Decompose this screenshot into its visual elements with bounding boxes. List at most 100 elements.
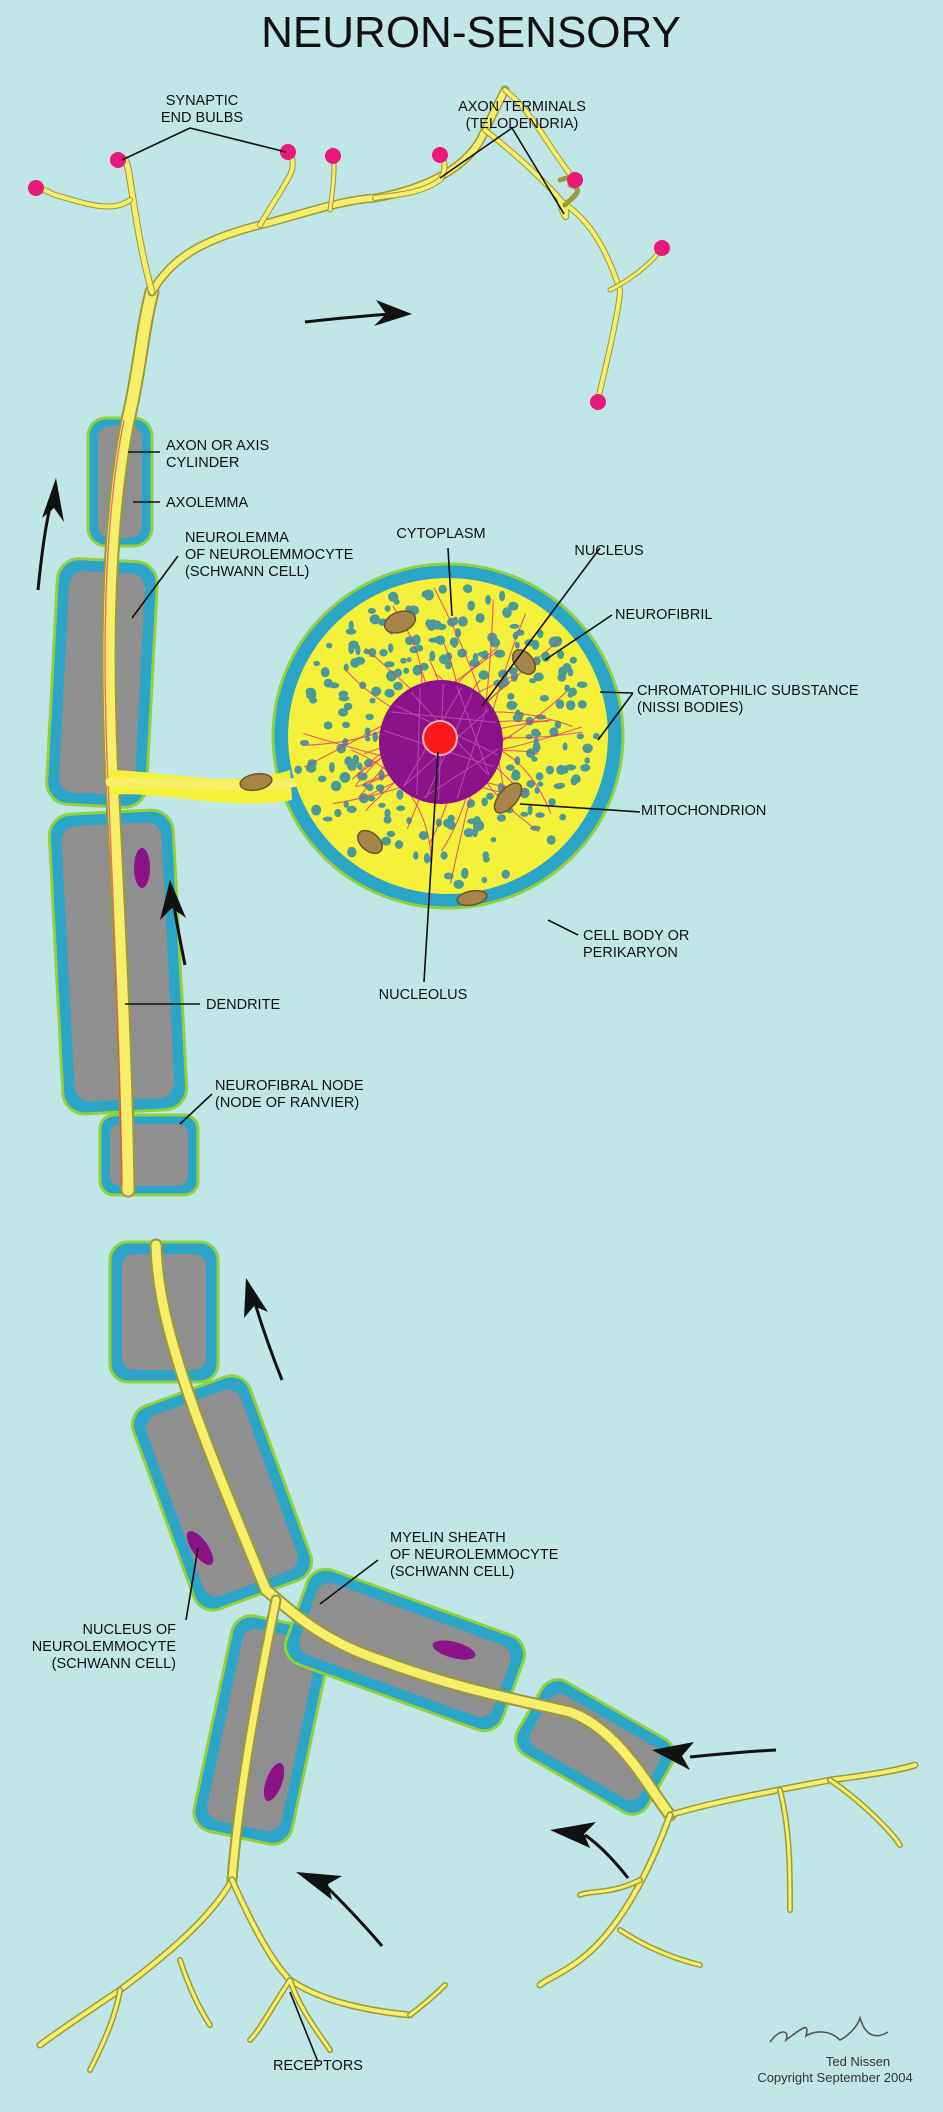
nissl-body: [546, 835, 556, 845]
nissl-body: [463, 828, 474, 838]
nissl-body: [379, 649, 388, 657]
nissl-body: [505, 764, 515, 771]
nissl-body: [338, 708, 349, 717]
label-nucleus: NUCLEUS: [574, 543, 643, 559]
nissl-body: [507, 701, 518, 708]
mitochondrion: [456, 889, 488, 907]
nissl-body: [502, 607, 512, 618]
nissl-body: [356, 762, 363, 770]
nissl-body: [478, 670, 489, 680]
nuclear-fibril: [456, 706, 488, 798]
nissl-body: [535, 812, 545, 818]
label-neurofibral-node: (NODE OF RANVIER): [215, 1095, 359, 1111]
label-chromatophilic-substance: (NISSI BODIES): [637, 700, 743, 716]
nissl-body: [326, 642, 333, 649]
nissl-body: [348, 643, 355, 655]
nissl-body: [457, 648, 468, 658]
nissl-body: [553, 783, 564, 790]
lower-axon: [149, 1238, 677, 1886]
direction-arrows: [36, 300, 777, 1947]
synaptic-end-bulbs: [28, 144, 670, 410]
nissl-body: [367, 795, 376, 802]
nissl-body: [520, 811, 529, 817]
nissl-body: [294, 765, 303, 774]
nissl-body: [393, 681, 403, 691]
nissl-body: [412, 664, 422, 676]
nissl-body: [557, 650, 565, 660]
diagram-title: NEURON-SENSORY: [261, 8, 681, 57]
nissl-body: [454, 628, 462, 638]
label-myelin-sheath: OF NEUROLEMMOCYTE: [390, 1547, 559, 1563]
nissl-body: [475, 613, 485, 623]
arrow-icon: [652, 1742, 777, 1770]
nissl-body: [388, 591, 399, 602]
receptors: [36, 1761, 919, 2073]
nissl-body: [507, 692, 515, 700]
nissl-body: [365, 736, 371, 742]
label-axon-or-axis-cylinder: AXON OR AXIS: [166, 438, 269, 454]
label-neurolemma: OF NEUROLEMMOCYTE: [185, 547, 354, 563]
nissl-body: [514, 641, 520, 649]
nissl-body: [355, 644, 361, 656]
nuclear-fibril: [391, 711, 496, 723]
nuclear-fibril: [416, 687, 421, 795]
nissl-body: [419, 662, 429, 671]
leader-lines: [121, 127, 641, 2063]
credit: Ted Nissen Copyright September 2004: [757, 2015, 913, 2085]
nissl-body: [371, 686, 382, 696]
nissl-body: [535, 772, 544, 781]
nissl-body: [330, 780, 342, 792]
nissl-body: [584, 757, 590, 764]
nissl-body: [350, 658, 360, 668]
nissl-body: [412, 634, 421, 646]
nissl-body: [458, 616, 468, 627]
nissl-body: [527, 804, 533, 816]
nissl-body: [403, 667, 410, 674]
nissl-body: [592, 733, 600, 740]
label-neurolemma: NEUROLEMMA: [185, 530, 289, 546]
nissl-body: [498, 669, 509, 679]
nissl-body: [439, 654, 448, 665]
arrow-icon: [550, 1822, 630, 1879]
nissl-body: [438, 584, 447, 594]
signature: [769, 2015, 889, 2043]
nissl-body: [564, 684, 571, 692]
nissl-body: [481, 876, 488, 884]
nissl-body: [343, 663, 349, 672]
label-synaptic-end-bulbs: SYNAPTIC: [166, 93, 239, 109]
arrow-icon: [296, 1872, 384, 1947]
myelin-segment: [192, 1614, 332, 1846]
nissl-body: [490, 837, 497, 843]
nissl-body: [359, 681, 367, 689]
nissl-body: [526, 748, 536, 758]
nissl-body: [384, 808, 391, 818]
nissl-body: [436, 635, 445, 645]
label-chromatophilic-substance: CHROMATOPHILIC SUBSTANCE: [637, 683, 859, 699]
nissl-body: [429, 650, 436, 662]
nissl-body: [482, 851, 489, 860]
nissl-body: [580, 764, 591, 772]
nissl-body: [329, 762, 335, 773]
mitochondrion: [511, 649, 537, 675]
nissl-body: [299, 739, 310, 746]
nissl-body: [487, 632, 498, 643]
nissl-body: [529, 678, 537, 684]
schwann-nucleus: [134, 848, 150, 888]
nissl-body: [558, 666, 568, 677]
nucleolus: [422, 720, 458, 756]
nissl-body: [406, 657, 412, 663]
mitochondrion: [493, 782, 523, 814]
nissl-body: [415, 644, 424, 652]
nissl-body: [477, 651, 488, 657]
nissl-body: [556, 764, 566, 775]
nissl-body: [576, 733, 584, 740]
nissl-body: [515, 709, 521, 720]
nissl-body: [565, 764, 577, 771]
nissl-body: [347, 846, 357, 858]
nissl-body: [531, 756, 538, 762]
nissl-body: [388, 643, 394, 653]
nissl-body: [396, 805, 406, 811]
arrow-icon: [36, 478, 64, 591]
label-axolemma: AXOLEMMA: [166, 495, 249, 511]
nissl-body: [481, 797, 489, 807]
